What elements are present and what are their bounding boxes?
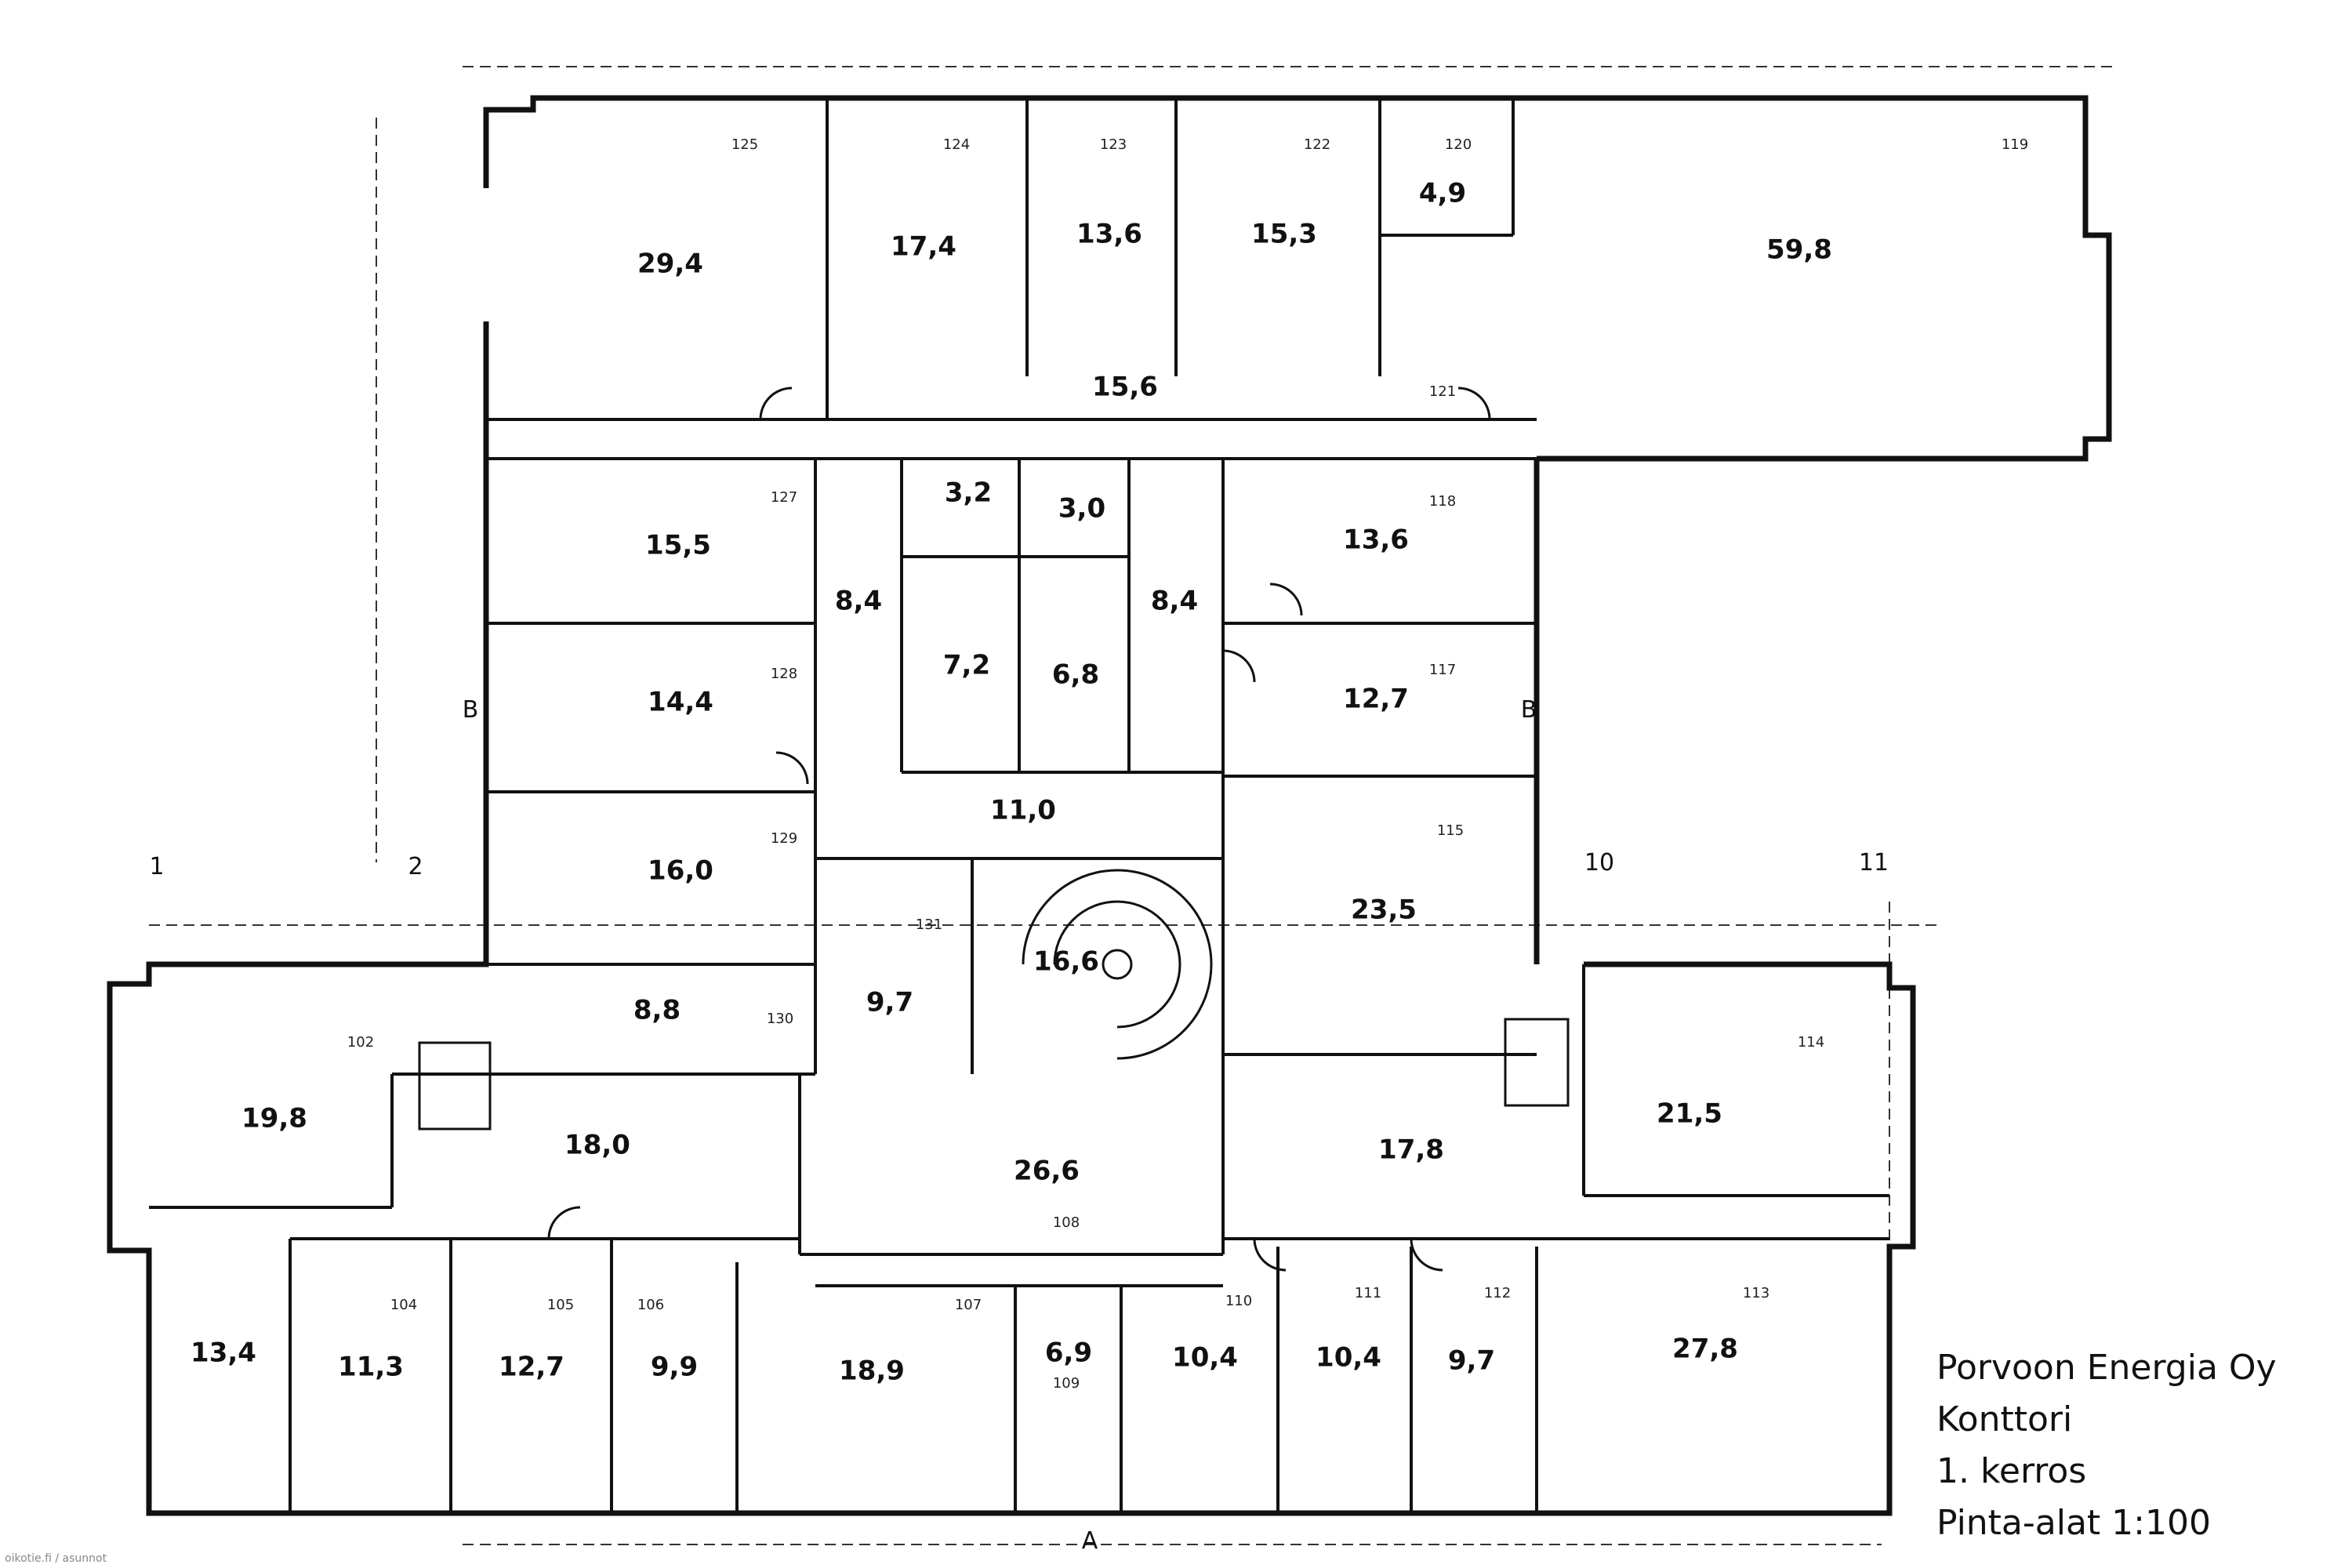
room-area: 27,8 [1672,1334,1738,1365]
room-area: 9,7 [866,987,913,1018]
room-area: 13,6 [1343,524,1409,556]
room-number: 121 [1429,383,1456,400]
room-area: 18,0 [564,1130,630,1161]
caption-building: Konttori [1936,1399,2073,1439]
room-number: 120 [1445,136,1472,153]
section-label-a: A [1082,1527,1098,1555]
room-area: 11,3 [338,1352,404,1383]
room-area: 9,7 [1448,1345,1495,1377]
room-number: 123 [1100,136,1127,153]
room-area: 17,4 [891,231,956,263]
room-area: 23,5 [1351,895,1417,926]
doors [547,387,1491,1272]
room-area: 15,5 [645,530,711,561]
grid-axis-labels: 1 2 10 11 B B A [149,696,1889,1555]
room-area-labels: 29,4 17,4 13,6 15,3 4,9 59,8 15,6 15,5 3… [191,178,1832,1387]
room-number: 110 [1225,1293,1252,1309]
room-number: 124 [943,136,970,153]
stairs [418,869,1570,1131]
plan-caption: Porvoon Energia Oy Konttori 1. kerros Pi… [1936,1342,2277,1549]
grid-label-2: 2 [408,853,423,880]
room-area: 29,4 [637,249,703,280]
room-number: 131 [916,916,942,933]
room-number: 112 [1484,1285,1511,1301]
room-number: 114 [1798,1034,1824,1051]
room-number: 119 [2002,136,2028,153]
room-number: 130 [767,1011,793,1027]
room-number: 105 [547,1297,574,1313]
room-number: 108 [1053,1214,1080,1231]
room-number: 128 [771,666,797,682]
grid-label-11: 11 [1859,849,1889,877]
room-area: 3,0 [1058,493,1105,524]
room-area: 10,4 [1172,1342,1238,1374]
dimension-lines [149,66,2117,1545]
room-number: 104 [390,1297,417,1313]
room-area: 17,8 [1378,1134,1444,1166]
interior-walls [149,98,1889,1513]
outer-walls [107,95,2112,1516]
room-area: 12,7 [499,1352,564,1383]
room-number: 127 [771,489,797,506]
room-area: 26,6 [1014,1156,1080,1187]
room-area: 4,9 [1419,178,1466,209]
room-number: 109 [1053,1375,1080,1392]
room-area: 8,4 [835,586,882,617]
room-area: 11,0 [990,795,1056,826]
watermark: oikotie.fi / asunnot [5,1552,107,1565]
room-area: 19,8 [241,1103,307,1134]
caption-company: Porvoon Energia Oy [1936,1348,2277,1388]
room-area: 6,8 [1052,659,1099,691]
room-number: 111 [1355,1285,1381,1301]
room-area: 21,5 [1657,1098,1722,1130]
caption-scale: Pinta-alat 1:100 [1936,1503,2211,1543]
room-area: 7,2 [943,650,990,681]
room-area: 16,6 [1033,946,1099,978]
room-area: 10,4 [1316,1342,1381,1374]
room-area: 14,4 [648,687,713,718]
room-number: 113 [1743,1285,1769,1301]
room-area: 3,2 [945,477,992,509]
room-area: 9,9 [651,1352,698,1383]
room-number: 122 [1304,136,1330,153]
room-area: 18,9 [839,1356,905,1387]
room-numbers: 125 124 123 122 120 119 121 127 118 128 … [347,136,2028,1392]
room-area: 59,8 [1766,234,1832,266]
room-area: 15,3 [1251,219,1317,250]
caption-floor: 1. kerros [1936,1451,2087,1491]
room-number: 125 [731,136,758,153]
room-area: 6,9 [1045,1338,1092,1369]
room-number: 107 [955,1297,982,1313]
section-label-b-left: B [463,696,479,724]
section-label-b-right: B [1521,696,1537,724]
room-number: 115 [1437,822,1464,839]
room-area: 13,6 [1076,219,1142,250]
room-number: 106 [637,1297,664,1313]
grid-label-1: 1 [149,853,164,880]
room-area: 8,4 [1151,586,1198,617]
room-area: 12,7 [1343,684,1409,715]
room-number: 129 [771,830,797,847]
room-area: 13,4 [191,1338,256,1369]
room-number: 118 [1429,493,1456,510]
room-number: 102 [347,1034,374,1051]
room-number: 117 [1429,662,1456,678]
room-area: 15,6 [1092,372,1158,403]
grid-label-10: 10 [1584,849,1614,877]
room-area: 16,0 [648,855,713,887]
room-area: 8,8 [633,995,681,1026]
